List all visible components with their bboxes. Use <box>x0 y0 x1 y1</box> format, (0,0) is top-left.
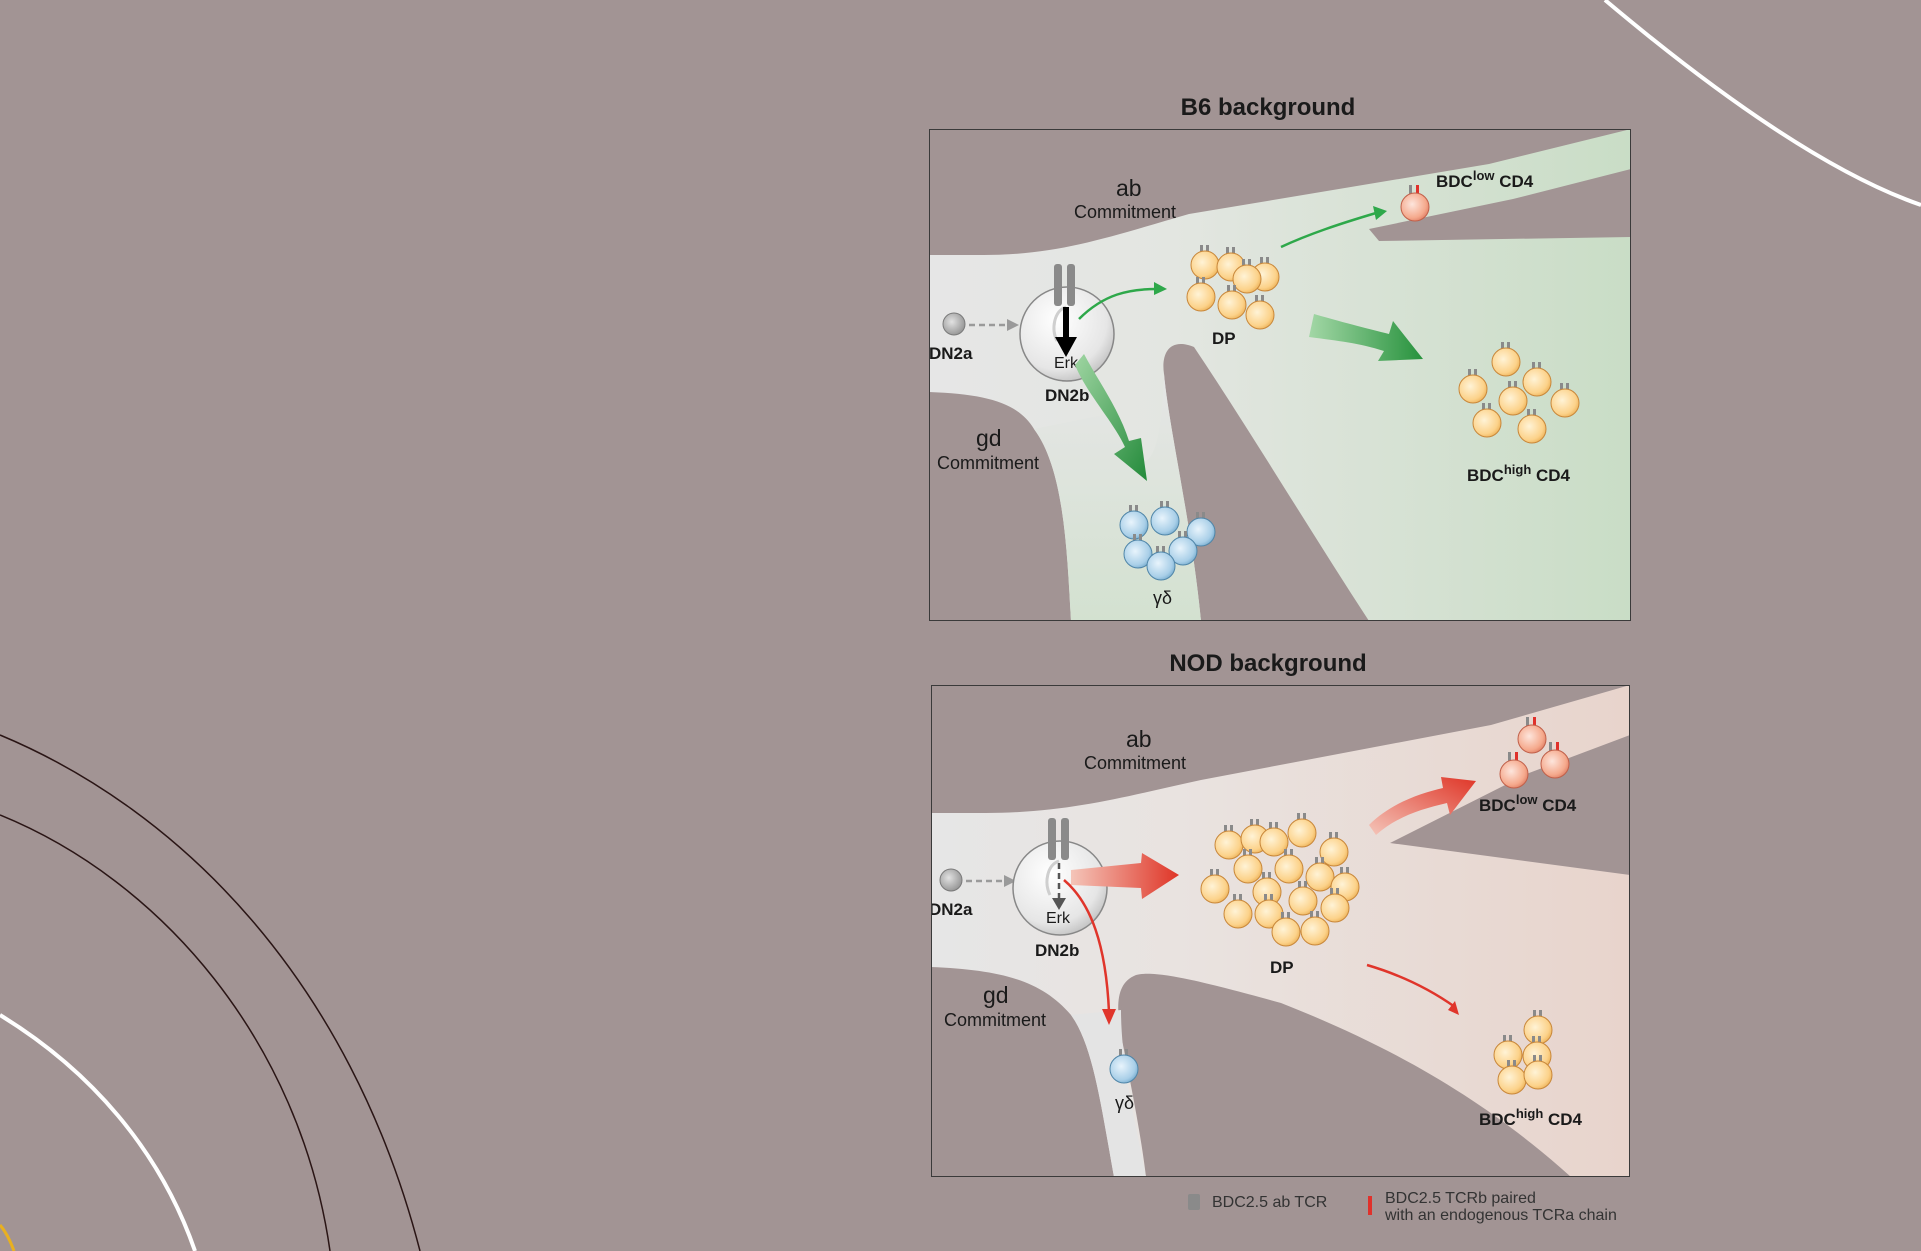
nod-erk-label: Erk <box>1046 910 1071 927</box>
b6-dn2b-tcr-icon <box>1054 264 1062 306</box>
nod-bdc-high-label: BDChigh CD4 <box>1479 1106 1583 1129</box>
nod-dn2a-cell-icon <box>939 868 963 892</box>
legend-grey-label: BDC2.5 ab TCR <box>1212 1194 1328 1211</box>
nod-dn2b-tcr-icon <box>1048 818 1056 860</box>
b6-erk-label: Erk <box>1054 355 1079 372</box>
nod-dn2b-label: DN2b <box>1035 941 1079 960</box>
b6-big-arrow-to-high-icon <box>1309 314 1423 361</box>
legend: BDC2.5 ab TCR BDC2.5 TCRb paired with an… <box>1185 1190 1645 1230</box>
legend-red-line1: BDC2.5 TCRb paired <box>1385 1190 1536 1207</box>
nod-big-arrow-to-dp-icon <box>1071 853 1179 899</box>
nod-gd-label: γδ <box>1115 1093 1134 1113</box>
nod-arrow-to-high-icon <box>1366 963 1456 1009</box>
nod-gd-cell-icon <box>1109 1049 1139 1084</box>
nod-dn2a-label: DN2a <box>931 900 973 919</box>
nod-panel-title: NOD background <box>1169 650 1367 677</box>
b6-dp-cluster <box>1186 245 1280 330</box>
b6-arrow-to-low-icon <box>1280 211 1377 249</box>
nod-diagram: DN2a Erk DN2b ab Commitment gd Commitmen… <box>931 685 1630 1177</box>
nod-dp-label: DP <box>1270 958 1294 977</box>
b6-bdc-low-label: BDClow CD4 <box>1436 168 1534 191</box>
nod-gd-commitment-line1: gd <box>983 982 1009 1008</box>
b6-big-arrow-to-gd-icon <box>1075 354 1147 481</box>
legend-grey-tcr-icon <box>1188 1194 1200 1210</box>
b6-bdc-low-cell-icon <box>1400 185 1430 222</box>
b6-diagram: DN2a Erk DN2b ab Commitment gd Commitmen… <box>929 129 1631 621</box>
legend-red-line2: with an endogenous TCRa chain <box>1385 1207 1617 1224</box>
b6-ab-commitment-line2: Commitment <box>1074 202 1176 222</box>
nod-gd-commitment-line2: Commitment <box>944 1010 1046 1030</box>
b6-gd-label: γδ <box>1153 588 1172 608</box>
b6-panel-title: B6 background <box>1180 94 1356 121</box>
nod-big-arrow-to-low-icon <box>1369 777 1476 835</box>
b6-dp-label: DP <box>1212 329 1236 348</box>
b6-arrow-to-dp-icon <box>1078 287 1158 320</box>
legend-red-tcr-icon <box>1368 1196 1372 1215</box>
nod-bdc-low-cluster <box>1499 717 1570 789</box>
nod-gd-lineage <box>1071 1010 1146 1177</box>
nod-bdc-high-cluster <box>1493 1010 1553 1095</box>
nod-dp-cluster <box>1200 813 1360 947</box>
b6-dn2a-cell-icon <box>942 312 966 336</box>
nod-arrow-to-gd-icon <box>1063 879 1111 1013</box>
nod-bdc-low-label: BDClow CD4 <box>1479 792 1577 815</box>
b6-dn2a-label: DN2a <box>929 344 973 363</box>
b6-bdc-high-label: BDChigh CD4 <box>1467 462 1571 485</box>
b6-gd-cluster <box>1119 501 1216 581</box>
b6-gd-commitment-line2: Commitment <box>937 453 1039 473</box>
b6-bdc-high-cluster <box>1458 342 1580 444</box>
nod-ab-commitment-line1: ab <box>1126 726 1152 752</box>
b6-gd-commitment-line1: gd <box>976 425 1002 451</box>
nod-ab-commitment-line2: Commitment <box>1084 753 1186 773</box>
b6-ab-commitment-line1: ab <box>1116 175 1142 201</box>
b6-dn2b-label: DN2b <box>1045 386 1089 405</box>
